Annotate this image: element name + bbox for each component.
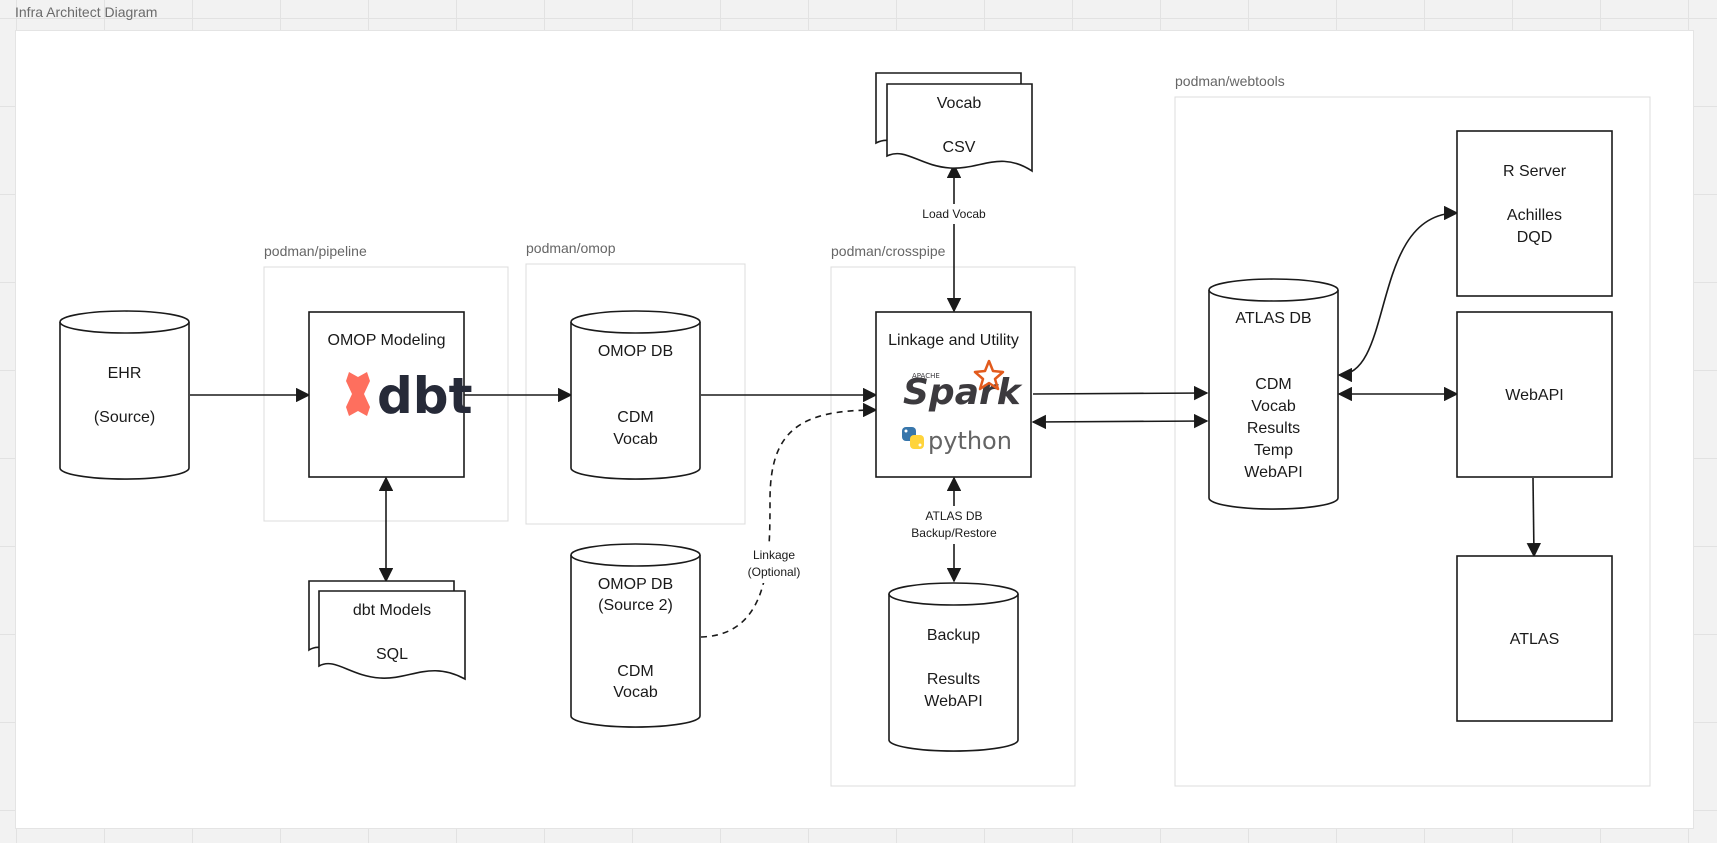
omop-db2-label: OMOP DB (598, 576, 673, 593)
backup-item-results: Results (927, 671, 980, 688)
edge-webapi-to-atlas (1526, 477, 1542, 558)
backup-item-webapi: WebAPI (924, 693, 982, 710)
node-omop-modeling[interactable]: OMOP Modeling dbt (308, 311, 472, 478)
vocab-sublabel: CSV (943, 139, 976, 156)
node-atlas-db[interactable]: ATLAS DB CDM Vocab Results Temp WebAPI (1208, 278, 1339, 510)
omop-modeling-title: OMOP Modeling (328, 332, 446, 349)
node-vocab-csv[interactable]: Vocab CSV (875, 72, 1033, 173)
atlas-db-item-vocab: Vocab (1251, 398, 1296, 415)
atlas-db-label: ATLAS DB (1235, 310, 1311, 327)
group-crosspipe-label: podman/crosspipe (831, 243, 946, 259)
group-pipeline-label: podman/pipeline (264, 243, 367, 259)
group-omop-label: podman/omop (526, 240, 616, 256)
spark-logo-text: Spark (903, 372, 1023, 413)
group-webtools-label: podman/webtools (1175, 73, 1285, 89)
dbt-logo-icon: dbt (346, 367, 472, 425)
r-server-item-achilles: Achilles (1507, 207, 1562, 224)
atlas-db-item-temp: Temp (1254, 442, 1293, 459)
edge-source2-linkage-optional (700, 402, 878, 638)
atlas-db-item-results: Results (1247, 420, 1300, 437)
python-logo-icon: python (902, 427, 1012, 455)
node-r-server[interactable]: R Server Achilles DQD (1456, 130, 1613, 297)
edge-label-backup-2: Backup/Restore (911, 526, 997, 540)
edge-label-linkage-1: Linkage (753, 548, 795, 562)
python-logo-text: python (928, 427, 1012, 455)
backup-label: Backup (927, 627, 980, 644)
atlas-db-item-cdm: CDM (1255, 376, 1291, 393)
linkage-title: Linkage and Utility (888, 332, 1019, 349)
node-dbt-models[interactable]: dbt Models SQL (308, 580, 466, 681)
node-backup[interactable]: Backup Results WebAPI (888, 582, 1019, 752)
dbt-models-sublabel: SQL (376, 646, 408, 663)
omop-db-item-vocab: Vocab (613, 431, 658, 448)
edge-label-backup-1: ATLAS DB (925, 509, 982, 523)
frame-title: Infra Architect Diagram (15, 4, 158, 20)
omop-db-item-cdm: CDM (617, 409, 653, 426)
vocab-label: Vocab (937, 95, 982, 112)
node-atlas[interactable]: ATLAS (1456, 555, 1613, 722)
atlas-db-item-webapi: WebAPI (1244, 464, 1302, 481)
node-ehr[interactable]: EHR (Source) (59, 310, 190, 480)
dbt-logo-text: dbt (377, 367, 472, 425)
edge-label-linkage-2: (Optional) (748, 565, 801, 579)
edge-linkage-to-atlasdb (1032, 385, 1209, 401)
omop-db2-sublabel: (Source 2) (598, 597, 673, 614)
r-server-item-dqd: DQD (1517, 229, 1553, 246)
ehr-label: EHR (108, 365, 142, 382)
dbt-models-label: dbt Models (353, 602, 431, 619)
diagram-canvas (15, 30, 1694, 829)
group-webtools[interactable] (1174, 96, 1651, 787)
edge-atlasdb-linkage (1031, 413, 1209, 430)
node-linkage-utility[interactable]: Linkage and Utility APACHE Spark python (875, 311, 1032, 478)
spark-logo-apache: APACHE (912, 372, 940, 380)
ehr-sublabel: (Source) (94, 409, 155, 426)
group-omop[interactable] (525, 263, 746, 525)
node-omop-db-source2[interactable]: OMOP DB (Source 2) CDM Vocab (570, 543, 701, 728)
edge-atlasdb-rserver (1337, 205, 1459, 383)
omop-db2-item-vocab: Vocab (613, 684, 658, 701)
atlas-label: ATLAS (1510, 631, 1560, 648)
omop-db2-item-cdm: CDM (617, 663, 653, 680)
webapi-label: WebAPI (1505, 387, 1563, 404)
node-omop-db[interactable]: OMOP DB CDM Vocab (570, 310, 701, 480)
r-server-label: R Server (1503, 163, 1567, 180)
omop-db-label: OMOP DB (598, 343, 673, 360)
node-webapi[interactable]: WebAPI (1456, 311, 1613, 478)
spark-logo-icon: APACHE Spark (903, 359, 1023, 413)
edge-label-load-vocab: Load Vocab (922, 207, 986, 221)
